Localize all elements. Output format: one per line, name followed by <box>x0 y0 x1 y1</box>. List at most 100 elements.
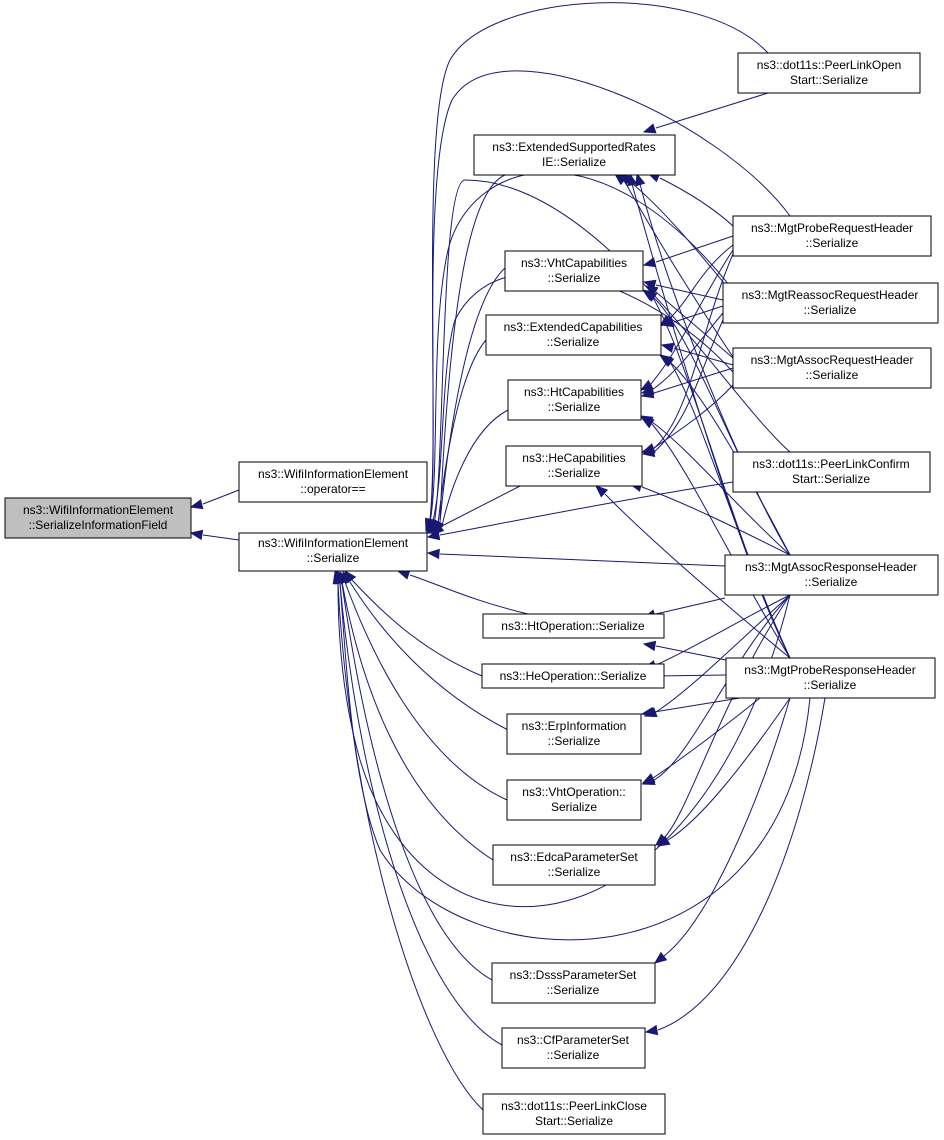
node-label-line-1: ns3::ExtendedCapabilities <box>504 320 643 334</box>
call-edge <box>655 291 734 359</box>
call-edge <box>439 553 726 567</box>
call-edge <box>673 305 724 323</box>
node-cf-parameter-set[interactable]: ns3::CfParameterSet ::Serialize <box>501 1027 646 1069</box>
node-label-line-2: ::Serialize <box>548 734 601 748</box>
call-edge <box>441 409 509 527</box>
node-label-line-1: ns3::dot11s::PeerLinkClose <box>501 1099 647 1113</box>
node-wifi-information-element-serialize[interactable]: ns3::WifiInformationElement ::Serialize <box>238 532 428 572</box>
call-edge-arrowhead <box>642 123 657 134</box>
call-edge <box>339 583 503 1046</box>
call-edge-arrowhead <box>613 173 628 186</box>
node-erp-information[interactable]: ns3::ErpInformation ::Serialize <box>506 713 642 755</box>
call-edge-arrowhead <box>189 499 204 510</box>
call-edge-arrowhead <box>189 529 204 541</box>
node-label-line-1: ns3::VhtCapabilities <box>521 256 627 270</box>
call-edge <box>651 421 791 556</box>
call-edge <box>667 244 734 321</box>
node-label-line-1: ns3::VhtOperation:: <box>522 785 625 799</box>
node-label-line-2: ::Serialize <box>548 466 601 480</box>
node-label-line-1: ns3::MgtAssocRequestHeader <box>751 353 914 367</box>
node-he-operation[interactable]: ns3::HeOperation::Serialize <box>481 663 665 689</box>
node-label-line-2: ::Serialize <box>804 303 857 317</box>
node-mgt-probe-response-header[interactable]: ns3::MgtProbeResponseHeader ::Serialize <box>725 657 936 699</box>
node-vht-operation[interactable]: ns3::VhtOperation:: Serialize <box>506 779 642 821</box>
call-edge <box>653 384 734 449</box>
call-edge <box>429 172 734 523</box>
call-edge <box>409 574 529 615</box>
node-peer-link-close-start[interactable]: ns3::dot11s::PeerLinkClose Start::Serial… <box>482 1093 666 1135</box>
call-edge <box>652 697 761 779</box>
call-edge <box>339 583 811 941</box>
node-label-line-2: ::Serialize <box>547 335 600 349</box>
node-label-line-1: ns3::MgtAssocResponseHeader <box>745 560 917 574</box>
node-label-line-1: ns3::WifiInformationElement <box>23 503 174 517</box>
call-edge <box>655 594 791 713</box>
node-mgt-reassoc-request-header[interactable]: ns3::MgtReassocRequestHeader ::Serialize <box>722 282 939 324</box>
call-edge-arrowhead <box>653 951 668 964</box>
call-edge <box>349 581 509 731</box>
call-edge-arrowhead <box>641 773 656 784</box>
call-edge-arrowhead <box>641 443 656 453</box>
node-label-line-1: ns3::WifiInformationElement <box>258 467 409 481</box>
node-label-line-1: ns3::MgtProbeRequestHeader <box>751 221 913 235</box>
node-label-line-2: ::Serialize <box>547 1048 600 1062</box>
node-mgt-probe-request-header[interactable]: ns3::MgtProbeRequestHeader ::Serialize <box>732 215 932 257</box>
node-ht-capabilities[interactable]: ns3::HtCapabilities ::Serialize <box>507 379 642 421</box>
call-edge <box>604 493 791 659</box>
node-label-line-2: Start::Serialize <box>535 1114 613 1128</box>
call-edge <box>653 594 791 781</box>
node-label-line-2: ::Serialize <box>806 236 859 250</box>
node-label-line-2: IE::Serialize <box>542 155 606 169</box>
call-edge <box>341 583 493 981</box>
node-label-line-2: ::Serialize <box>548 271 601 285</box>
call-edge <box>202 534 240 541</box>
call-edge <box>433 179 791 525</box>
node-serialize-information-field[interactable]: ns3::WifiInformationElement ::SerializeI… <box>4 497 192 539</box>
call-edge <box>669 361 791 659</box>
node-operator-eq[interactable]: ns3::WifiInformationElement ::operator== <box>238 461 428 503</box>
node-label-line-2: ::Serialize <box>548 400 601 414</box>
call-edge <box>429 70 791 521</box>
node-peer-link-open-start[interactable]: ns3::dot11s::PeerLinkOpen Start::Seriali… <box>737 52 921 94</box>
node-label: ns3::HeOperation::Serialize <box>500 669 647 683</box>
call-edge-arrowhead <box>642 640 657 652</box>
node-label-line-2: ::operator== <box>300 482 365 496</box>
call-edge <box>344 581 508 801</box>
node-extended-capabilities[interactable]: ns3::ExtendedCapabilities ::Serialize <box>485 314 662 356</box>
call-edge <box>653 697 741 713</box>
call-edge-arrowhead <box>640 706 655 718</box>
call-edge <box>437 339 487 525</box>
call-edge <box>655 92 769 129</box>
call-edge <box>655 284 724 301</box>
call-edge-arrowhead <box>595 485 609 498</box>
node-vht-capabilities[interactable]: ns3::VhtCapabilities ::Serialize <box>504 250 644 292</box>
node-label-line-2: ::Serialize <box>547 983 600 997</box>
node-label-line-1: ns3::ExtendedSupportedRates <box>492 140 655 154</box>
call-edge <box>651 312 724 391</box>
call-edge-arrowhead <box>635 172 646 187</box>
call-edge-arrowhead <box>642 257 657 268</box>
node-ht-operation[interactable]: ns3::HtOperation::Serialize <box>482 613 665 639</box>
call-edge <box>651 253 734 451</box>
call-edge-arrowhead <box>334 570 346 585</box>
node-label-line-1: ns3::MgtReassocRequestHeader <box>742 288 919 302</box>
call-edge <box>202 489 240 505</box>
node-dsss-parameter-set[interactable]: ns3::DsssParameterSet ::Serialize <box>491 962 656 1004</box>
call-edge <box>649 249 734 386</box>
call-edge-arrowhead <box>426 548 440 560</box>
call-edge-arrowhead <box>426 523 441 534</box>
node-label-line-2: Start::Serialize <box>790 73 868 87</box>
node-mgt-assoc-response-header[interactable]: ns3::MgtAssocResponseHeader ::Serialize <box>724 554 939 596</box>
call-edge <box>641 486 791 556</box>
node-label-line-1: ns3::HtCapabilities <box>524 385 624 399</box>
node-label-line-1: ns3::DsssParameterSet <box>510 968 637 982</box>
node-label-line-1: ns3::ErpInformation <box>522 719 627 733</box>
node-extended-supported-rates[interactable]: ns3::ExtendedSupportedRates IE::Serializ… <box>473 134 676 176</box>
node-peer-link-confirm-start[interactable]: ns3::dot11s::PeerLinkConfirm Start::Seri… <box>732 451 931 493</box>
node-label-line-1: ns3::HeCapabilities <box>522 451 625 465</box>
node-label-line-2: ::Serialize <box>806 368 859 382</box>
node-label-line-2: Start::Serialize <box>792 472 870 486</box>
node-edca-parameter-set[interactable]: ns3::EdcaParameterSet ::Serialize <box>492 844 656 886</box>
node-mgt-assoc-request-header[interactable]: ns3::MgtAssocRequestHeader ::Serialize <box>732 347 932 389</box>
node-he-capabilities[interactable]: ns3::HeCapabilities ::Serialize <box>505 445 643 487</box>
